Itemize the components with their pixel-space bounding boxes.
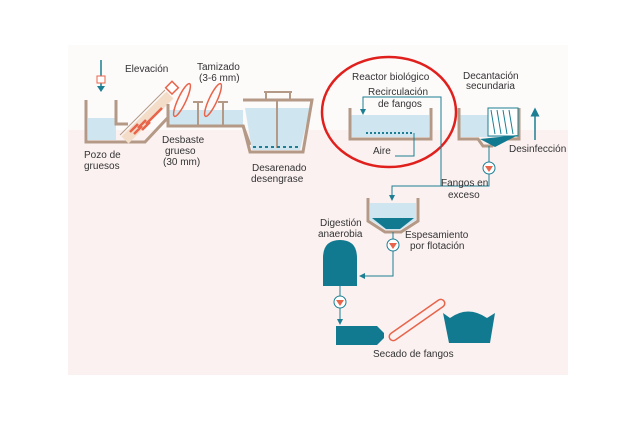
label-fangos-exceso-2: exceso [448,190,480,201]
label-tamizado: Tamizado [197,62,240,73]
label-desarenado: Desarenado [252,163,307,174]
conveyor-belt [388,298,446,342]
thickener-tank [366,198,420,239]
label-pozo: Pozo de [84,150,121,161]
label-espesamiento: Espesamiento [405,230,469,241]
label-recirculacion-2: de fangos [378,99,422,110]
label-espesamiento-2: por flotación [410,241,464,252]
biological-reactor-tank [348,96,442,157]
inlet-arrow-icon [96,60,106,92]
pump-icon [386,238,400,252]
dewatering-unit [336,326,384,345]
label-desbaste: Desbaste [162,135,205,146]
label-desinfeccion: Desinfección [509,144,566,155]
label-elevacion: Elevación [125,64,168,75]
pump-icon [482,161,496,175]
label-desarenado-2: desengrase [251,174,304,185]
sludge-container [443,311,495,343]
label-pozo-2: gruesos [84,161,120,172]
label-desbaste-2: grueso [165,146,196,157]
label-digestion: Digestión [320,218,362,229]
label-recirculacion: Recirculación [368,87,428,98]
highlight-circle [320,55,458,169]
label-reactor: Reactor biológico [352,72,430,83]
label-desbaste-3: (30 mm) [163,157,200,168]
desarenado-tank [241,91,314,154]
pump-icon [333,295,347,309]
label-decantacion-2: secundaria [466,81,515,92]
secondary-clarifier [457,107,521,162]
label-digestion-2: anaerobia [318,229,363,240]
label-fangos-exceso: Fangos en [441,178,488,189]
label-aire: Aire [373,146,391,157]
label-decantacion: Decantación [463,71,519,82]
anaerobic-digester [323,240,357,286]
pozo-de-gruesos-tank [84,100,177,144]
label-secado: Secado de fangos [373,349,454,360]
label-tamizado-size: (3-6 mm) [199,73,240,84]
elevation-screw-conveyor [119,80,180,144]
